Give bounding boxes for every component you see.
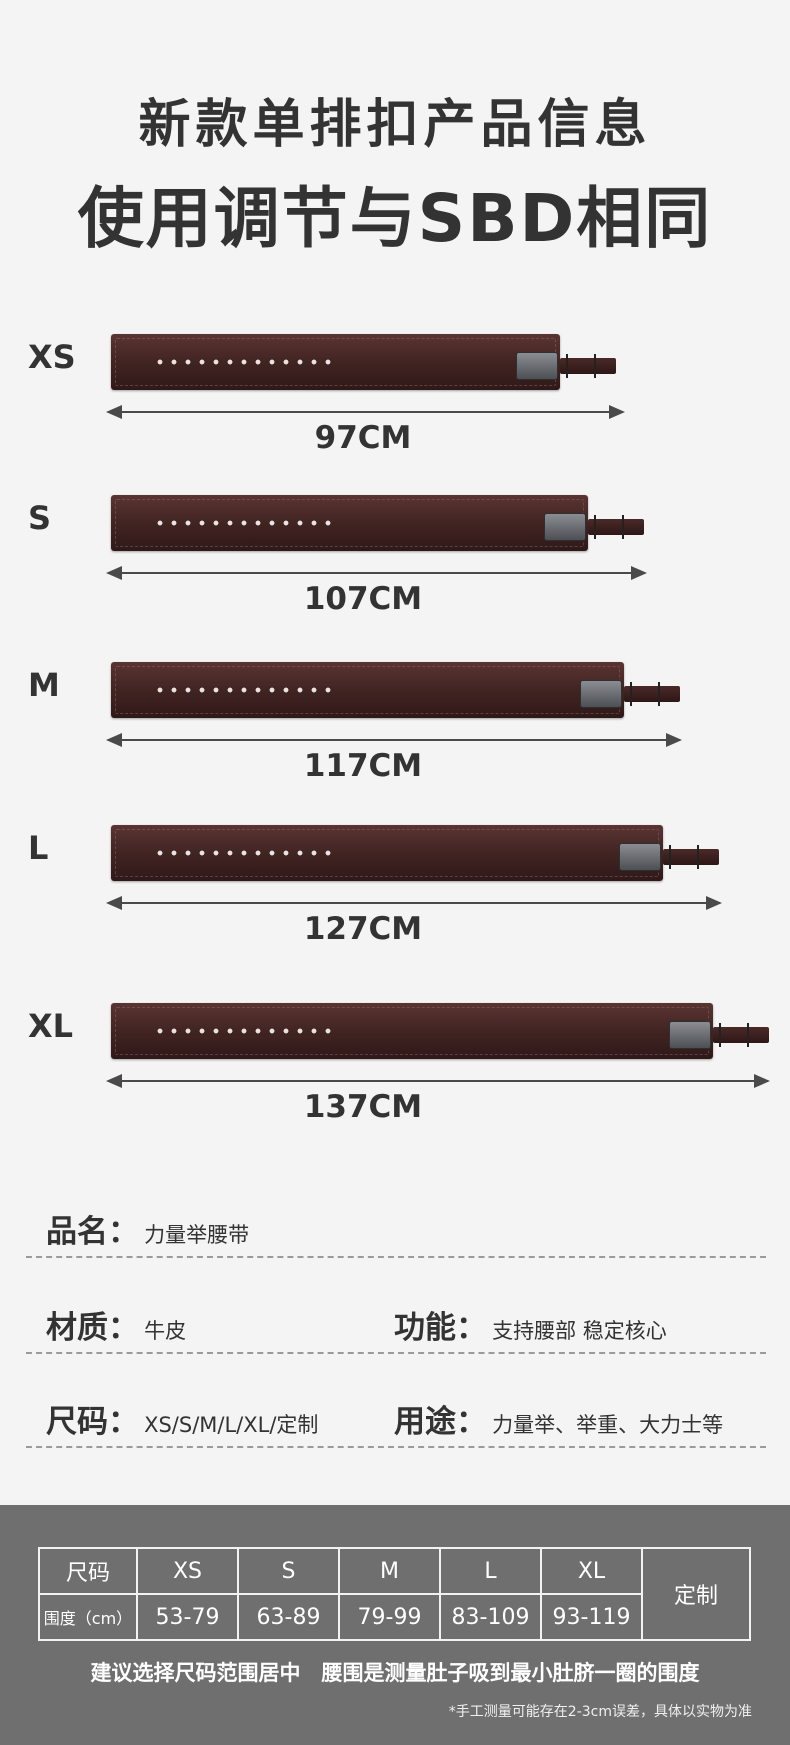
table-row: 尺码 XS S M L XL 定制: [38, 1547, 751, 1641]
buckle: [580, 680, 622, 708]
size-label: XS: [28, 338, 76, 376]
length-label: 127CM: [303, 911, 423, 947]
info-val-function: 支持腰部 稳定核心: [492, 1319, 667, 1343]
info-key-function: 功能：: [394, 1310, 487, 1346]
belt-strap: [624, 682, 680, 706]
info-key-size: 尺码：: [46, 1404, 139, 1440]
size-advice: 建议选择尺码范围居中 腰围是测量肚子吸到最小肚脐一圈的围度: [90, 1661, 700, 1685]
belt-holes: [153, 1028, 333, 1034]
belt-strap: [560, 354, 616, 378]
size-row-s: S 107CM: [0, 495, 790, 625]
belt-image: [111, 334, 560, 390]
belt-holes: [153, 687, 333, 693]
table-row-key: 围度（cm）: [38, 1593, 138, 1641]
belt-strap: [713, 1023, 769, 1047]
table-header-cell: L: [439, 1547, 542, 1595]
length-arrow: [106, 405, 625, 419]
info-row-name: 品名： 力量举腰带: [26, 1198, 766, 1258]
length-arrow: [106, 733, 682, 747]
table-header-cell: XL: [540, 1547, 643, 1595]
info-row-material: 材质： 牛皮 功能： 支持腰部 稳定核心: [26, 1294, 766, 1354]
table-cell: 83-109: [439, 1593, 542, 1641]
table-cell: 93-119: [540, 1593, 643, 1641]
length-arrow: [106, 896, 722, 910]
belt-image: [111, 1003, 713, 1059]
length-label: 97CM: [314, 420, 412, 456]
belt-image: [111, 825, 663, 881]
buckle: [544, 513, 586, 541]
info-val-size: XS/S/M/L/XL/定制: [144, 1413, 319, 1437]
table-cell: 63-89: [237, 1593, 340, 1641]
title-line-2: 使用调节与SBD相同: [77, 180, 713, 257]
size-row-xl: XL 137CM: [0, 1003, 790, 1133]
table-cell: 53-79: [136, 1593, 239, 1641]
length-arrow: [106, 566, 647, 580]
belt-image: [111, 495, 588, 551]
buckle: [669, 1021, 711, 1049]
table-cell: 79-99: [338, 1593, 441, 1641]
belt-strap: [663, 845, 719, 869]
belt-holes: [153, 359, 333, 365]
size-label: S: [28, 499, 52, 537]
length-label: 107CM: [303, 581, 423, 617]
title-line-1: 新款单排扣产品信息: [138, 95, 652, 155]
size-label: XL: [28, 1007, 74, 1045]
table-header-cell: S: [237, 1547, 340, 1595]
length-label: 137CM: [303, 1089, 423, 1125]
size-label: M: [28, 666, 60, 704]
belt-holes: [153, 520, 333, 526]
table-header-key: 尺码: [38, 1547, 138, 1595]
belt-holes: [153, 850, 333, 856]
size-row-xs: XS 97CM: [0, 334, 790, 464]
table-header-cell: M: [338, 1547, 441, 1595]
table-custom-cell: 定制: [641, 1547, 751, 1641]
info-val-material: 牛皮: [144, 1319, 187, 1343]
info-key-material: 材质：: [46, 1310, 139, 1346]
buckle: [619, 843, 661, 871]
info-key-name: 品名：: [46, 1214, 139, 1250]
size-label: L: [28, 829, 49, 867]
length-arrow: [106, 1074, 770, 1088]
info-row-size: 尺码： XS/S/M/L/XL/定制 用途： 力量举、举重、大力士等: [26, 1388, 766, 1448]
size-row-m: M 117CM: [0, 662, 790, 792]
buckle: [516, 352, 558, 380]
size-table: 尺码 XS S M L XL 定制 围度（cm） 53-79 63-89 79-…: [38, 1547, 751, 1641]
info-key-usage: 用途：: [394, 1404, 487, 1440]
table-row: 围度（cm） 53-79 63-89 79-99 83-109 93-119: [38, 1593, 750, 1641]
table-header-cell: XS: [136, 1547, 239, 1595]
belt-image: [111, 662, 624, 718]
measurement-note: *手工测量可能存在2-3cm误差，具体以实物为准: [448, 1704, 752, 1720]
info-val-usage: 力量举、举重、大力士等: [492, 1413, 724, 1437]
belt-strap: [588, 515, 644, 539]
size-row-l: L 127CM: [0, 825, 790, 955]
length-label: 117CM: [303, 748, 423, 784]
size-chart-section: 尺码 XS S M L XL 定制 围度（cm） 53-79 63-89 79-…: [0, 1505, 790, 1745]
info-val-name: 力量举腰带: [144, 1223, 250, 1247]
